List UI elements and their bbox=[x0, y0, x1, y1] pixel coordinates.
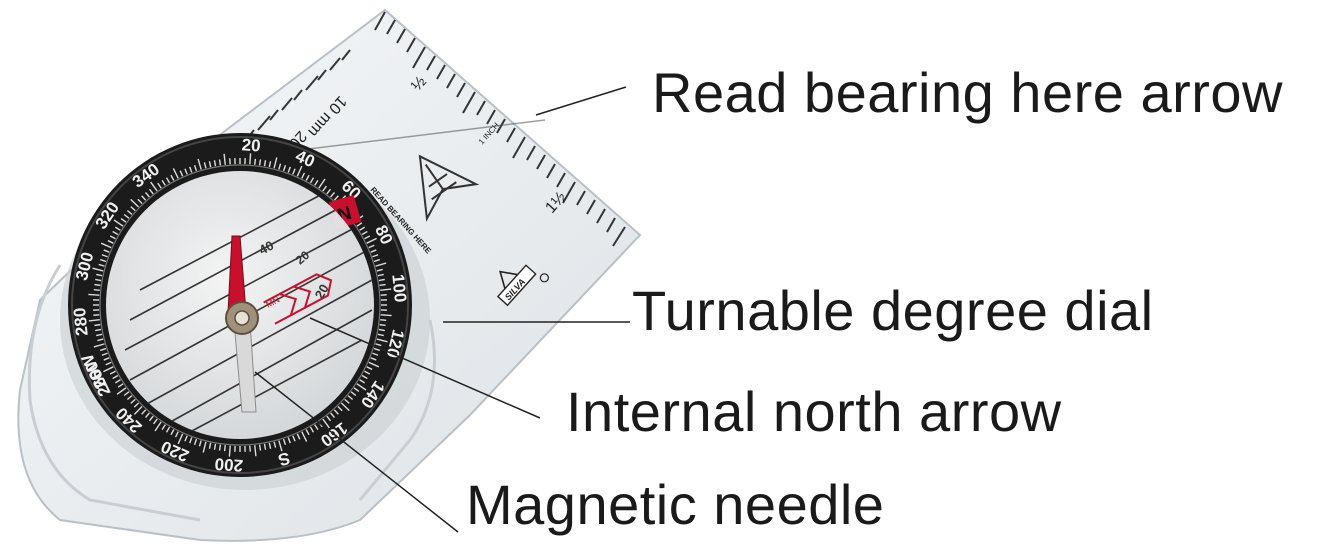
bezel-tick bbox=[260, 445, 261, 451]
bezel-number: 20 bbox=[241, 135, 261, 155]
bezel-number: 200 bbox=[214, 454, 244, 475]
bezel-tick bbox=[220, 445, 221, 451]
bezel-tick bbox=[380, 285, 386, 286]
bezel-tick bbox=[260, 159, 261, 165]
label-internal-north-arrow: Internal north arrow bbox=[566, 384, 1062, 440]
label-turnable-dial: Turnable degree dial bbox=[632, 283, 1154, 339]
bezel-number: 100 bbox=[388, 273, 410, 303]
bezel-tick bbox=[380, 325, 386, 326]
label-magnetic-needle: Magnetic needle bbox=[466, 477, 884, 533]
bezel-tick bbox=[94, 285, 100, 286]
bezel-tick bbox=[94, 290, 100, 291]
bezel-tick bbox=[220, 159, 221, 165]
bezel-tick bbox=[94, 325, 100, 326]
bezel-number: 280 bbox=[70, 307, 92, 337]
label-read-bearing: Read bearing here arrow bbox=[652, 65, 1283, 121]
bezel-tick bbox=[381, 315, 392, 316]
bezel-tick bbox=[225, 445, 226, 451]
bezel-tick bbox=[88, 294, 99, 295]
bezel-tick bbox=[255, 159, 256, 165]
bezel-tick bbox=[380, 320, 386, 321]
bezel-tick bbox=[229, 446, 230, 457]
leader-read-bearing bbox=[536, 87, 626, 115]
bezel-tick bbox=[250, 153, 251, 164]
